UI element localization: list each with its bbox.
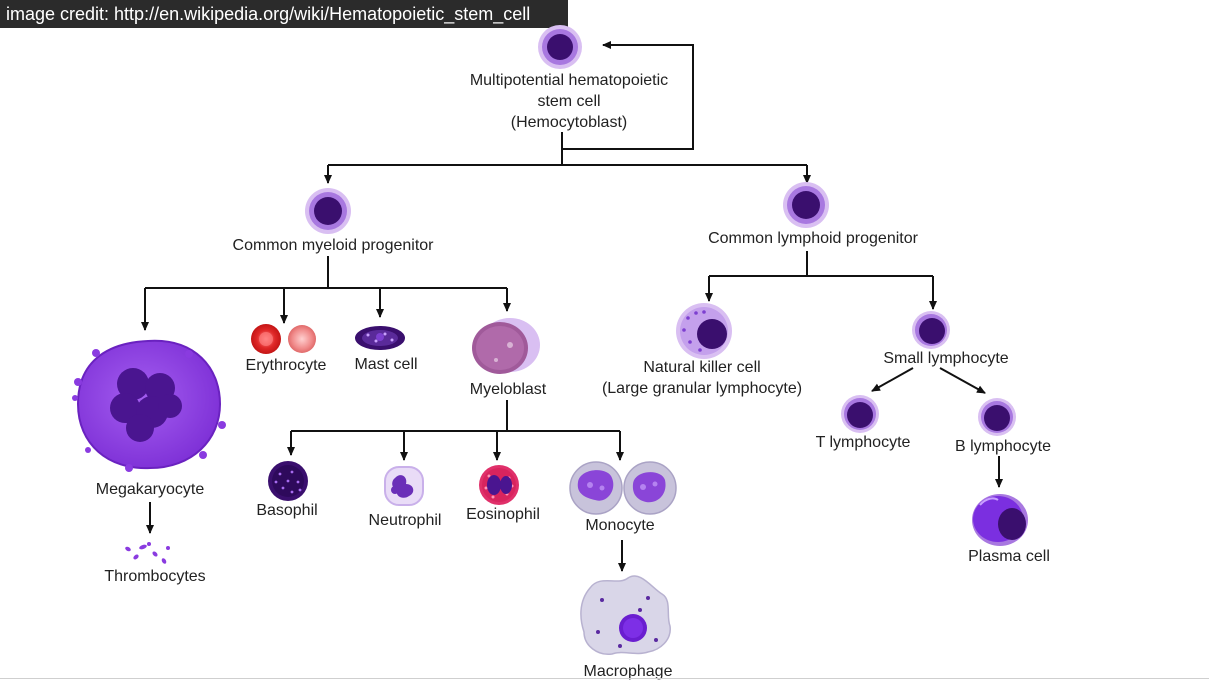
label-monocyte: Monocyte <box>585 517 655 534</box>
label-lymphoid-progenitor: Common lymphoid progenitor <box>708 230 918 247</box>
myeloblast-icon <box>472 318 540 374</box>
megakaryocyte-icon <box>72 339 226 472</box>
erythrocyte-icon <box>251 324 316 354</box>
mast-cell-icon <box>355 326 405 350</box>
neutrophil-icon <box>384 466 424 506</box>
label-small-lymphocyte: Small lymphocyte <box>883 350 1009 367</box>
label-stem-cell-line-3: (Hemocytoblast) <box>510 114 628 131</box>
arrow-to-t-lymphocyte <box>871 367 914 392</box>
t-lymphocyte-icon <box>841 395 879 433</box>
basophil-icon <box>268 461 308 501</box>
label-plasma-cell: Plasma cell <box>968 548 1050 565</box>
plasma-cell-icon <box>972 494 1028 546</box>
label-stem-cell: Multipotential hematopoietic stem cell (… <box>470 70 668 133</box>
myeloid-progenitor-icon <box>305 188 351 234</box>
label-stem-cell-line-2: stem cell <box>537 93 601 110</box>
label-neutrophil: Neutrophil <box>368 512 442 529</box>
eosinophil-icon <box>479 465 519 505</box>
connectors <box>141 41 1003 572</box>
label-stem-cell-line-1: Multipotential hematopoietic <box>469 72 669 89</box>
thrombocytes-icon <box>125 542 170 564</box>
b-lymphocyte-icon <box>978 398 1016 436</box>
image-credit: image credit: http://en.wikipedia.org/wi… <box>0 0 568 28</box>
label-megakaryocyte: Megakaryocyte <box>95 481 205 498</box>
label-macrophage: Macrophage <box>583 663 673 680</box>
small-lymphocyte-icon <box>912 311 950 349</box>
stem-cell-icon <box>538 25 582 69</box>
label-b-lymphocyte: B lymphocyte <box>954 438 1052 455</box>
self-renewal-arrow <box>561 41 694 150</box>
label-myeloid-progenitor: Common myeloid progenitor <box>232 237 434 254</box>
label-t-lymphocyte: T lymphocyte <box>815 434 911 451</box>
label-erythrocyte: Erythrocyte <box>245 357 327 374</box>
label-thrombocytes: Thrombocytes <box>104 568 206 585</box>
macrophage-icon <box>580 575 671 655</box>
label-eosinophil: Eosinophil <box>466 506 540 523</box>
nk-cell-icon <box>676 303 732 359</box>
label-basophil: Basophil <box>256 502 318 519</box>
label-nk-cell-line-2: (Large granular lymphocyte) <box>601 380 803 397</box>
label-nk-cell-line-1: Natural killer cell <box>643 359 761 376</box>
label-nk-cell: Natural killer cell (Large granular lymp… <box>602 357 802 399</box>
label-myeloblast: Myeloblast <box>469 381 547 398</box>
lymphoid-progenitor-icon <box>783 182 829 228</box>
monocyte-icon <box>569 461 677 515</box>
label-mast-cell: Mast cell <box>354 356 418 373</box>
arrow-to-b-lymphocyte <box>939 367 986 394</box>
